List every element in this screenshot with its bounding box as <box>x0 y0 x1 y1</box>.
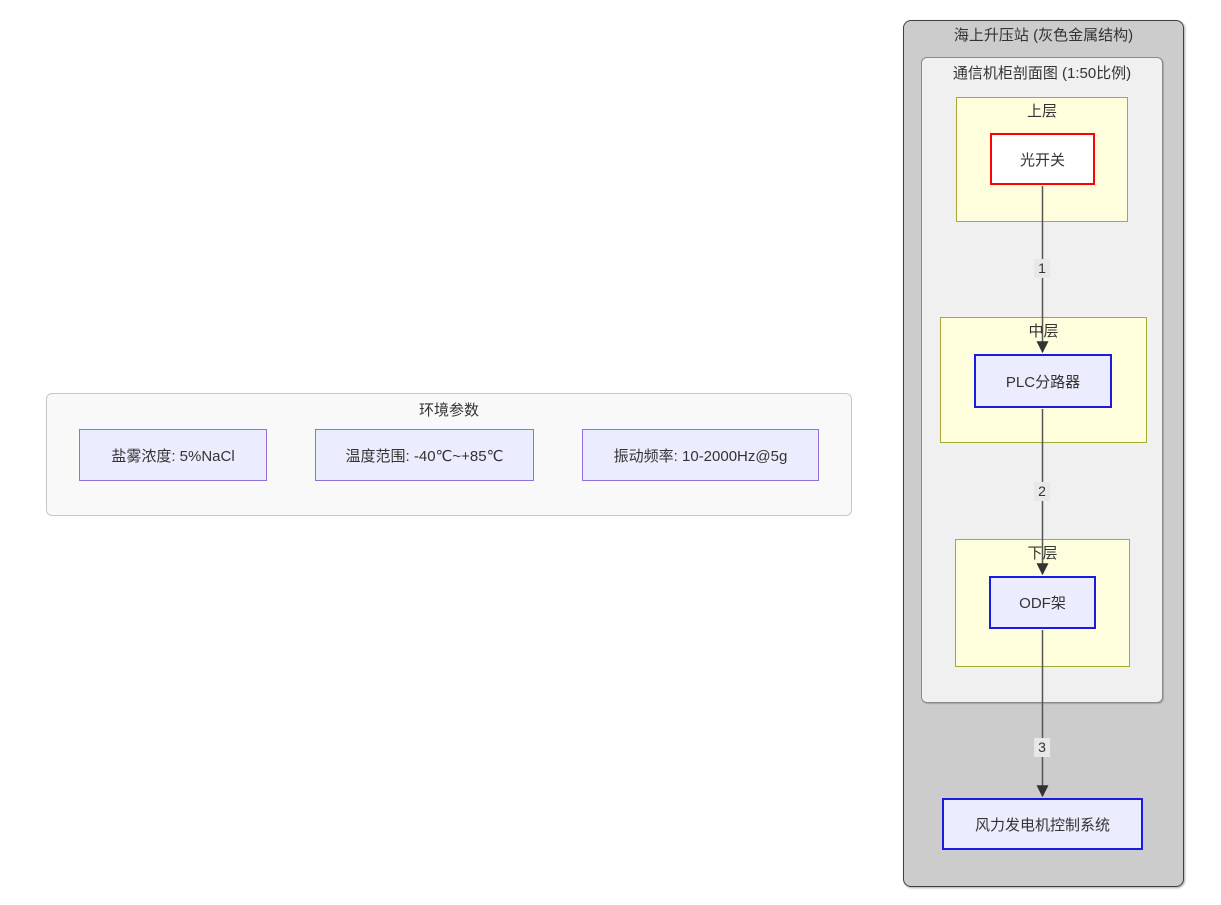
edge-label-3: 3 <box>1034 738 1050 757</box>
env-param-temperature: 温度范围: -40℃~+85℃ <box>315 429 534 481</box>
layer-label-lower: 下层 <box>1027 545 1058 562</box>
edge-label-1: 1 <box>1034 259 1050 278</box>
layer-label-middle: 中层 <box>1028 323 1059 340</box>
device-node-plc-splitter: PLC分路器 <box>974 354 1112 408</box>
device-node-odf-rack: ODF架 <box>989 576 1096 629</box>
cabinet-title: 通信机柜剖面图 (1:50比例) <box>952 65 1132 82</box>
device-node-optical-switch: 光开关 <box>990 133 1095 185</box>
layer-label-upper: 上层 <box>1026 103 1057 120</box>
device-node-wind-control: 风力发电机控制系统 <box>942 798 1143 850</box>
station-title: 海上升压站 (灰色金属结构) <box>953 27 1134 44</box>
env-param-vibration: 振动频率: 10-2000Hz@5g <box>582 429 819 481</box>
env-param-salt-fog: 盐雾浓度: 5%NaCl <box>79 429 267 481</box>
edge-label-2: 2 <box>1034 482 1050 501</box>
environment-title: 环境参数 <box>418 402 479 419</box>
